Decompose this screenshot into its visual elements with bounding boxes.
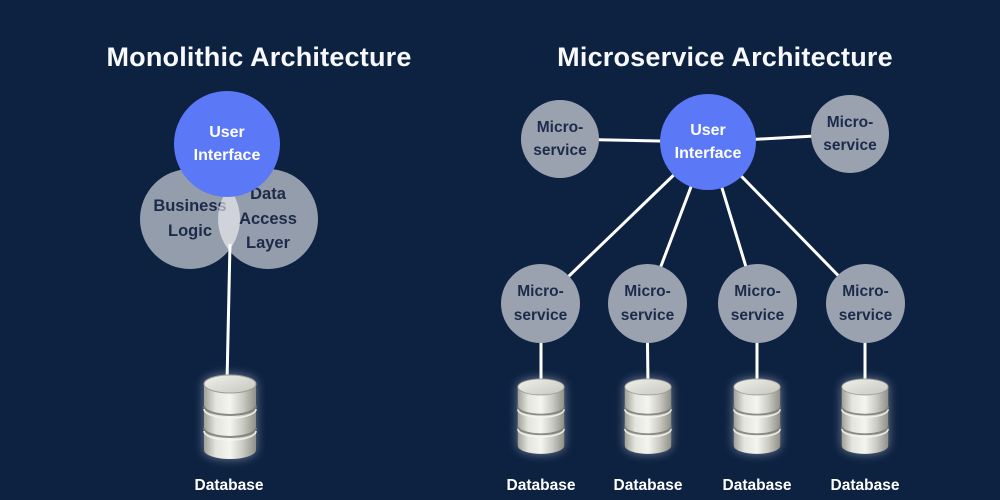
microservice-circle-3: Micro- service — [718, 264, 797, 343]
user-interface-circle-right: User Interface — [660, 94, 756, 190]
user-interface-circle-left: User Interface — [174, 91, 280, 197]
database-label: Database — [506, 477, 576, 494]
microservice-circle-top-left: Micro- service — [521, 100, 599, 178]
database-label: Database — [722, 477, 792, 494]
database-label: Database — [194, 477, 264, 494]
database-icon — [516, 378, 566, 457]
microservice-title: Microservice Architecture — [557, 42, 893, 72]
database-icon — [202, 374, 258, 462]
database-icon — [732, 378, 782, 457]
connector-line — [225, 243, 232, 383]
microservice-circle-2: Micro- service — [608, 264, 687, 343]
monolithic-title: Monolithic Architecture — [106, 42, 412, 72]
database-icon — [623, 378, 673, 457]
database-label: Database — [830, 477, 900, 494]
database-icon — [840, 378, 890, 457]
microservice-circle-4: Micro- service — [826, 264, 905, 343]
database-label: Database — [613, 477, 683, 494]
microservice-circle-1: Micro- service — [501, 264, 580, 343]
microservice-circle-top-right: Micro- service — [811, 95, 889, 173]
